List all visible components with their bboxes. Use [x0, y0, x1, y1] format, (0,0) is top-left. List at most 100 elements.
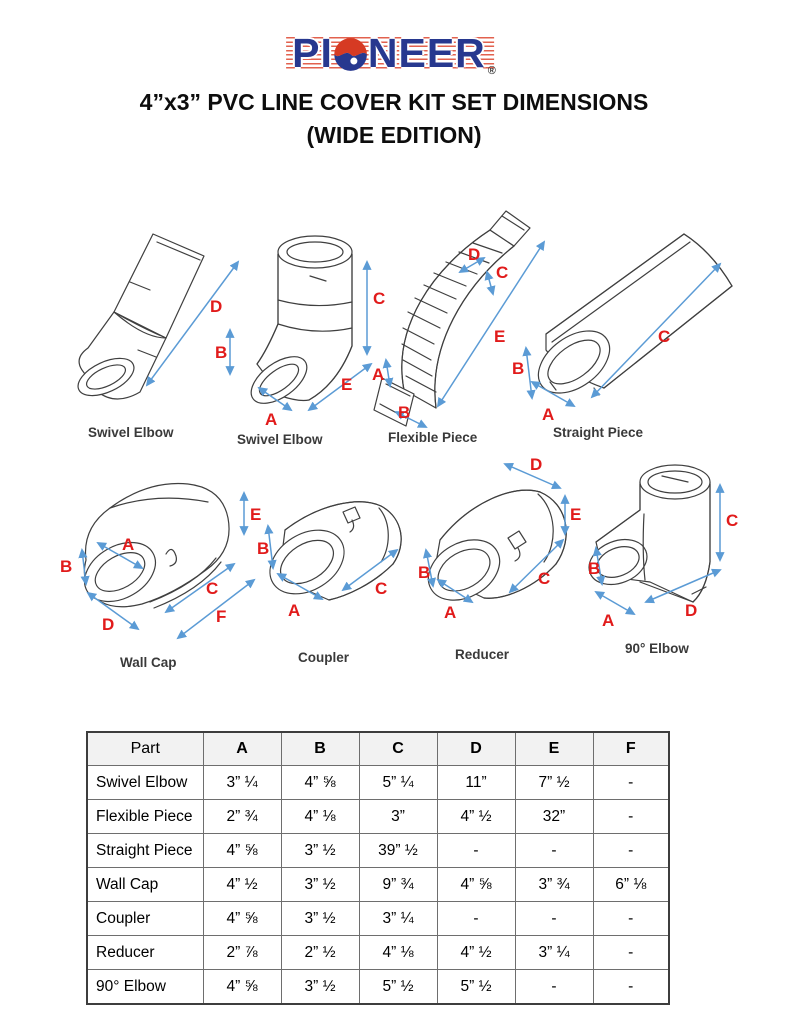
dim-label-a: A: [265, 410, 278, 429]
swivel-elbow-drawing: [77, 233, 240, 400]
table-header-d: D: [436, 731, 516, 766]
90-elbow-drawing: [588, 464, 725, 615]
dim-label-d: D: [210, 297, 223, 316]
dim-value: 3” ½: [280, 867, 360, 902]
dimensions-table: Part A B C D E F Swivel Elbow 3” ¼ 4” ⅝ …: [86, 731, 670, 1005]
dim-value: 4” ⅝: [202, 833, 282, 868]
dim-value: -: [592, 969, 670, 1005]
dim-value: 5” ¼: [358, 765, 438, 800]
table-row-90-elbow: 90° Elbow 4” ⅝ 3” ½ 5” ½ 5” ½ - -: [86, 969, 670, 1005]
dim-label-d: D: [530, 455, 543, 474]
diagram-caption: 90° Elbow: [625, 641, 689, 656]
dim-value: -: [592, 833, 670, 868]
dim-value: 2” ¾: [202, 799, 282, 834]
part-name: 90° Elbow: [86, 969, 204, 1005]
dim-label-b: B: [512, 359, 525, 378]
dim-label-f: F: [216, 607, 227, 626]
dim-value: 3” ¼: [514, 935, 594, 970]
diagram-caption: Coupler: [298, 650, 350, 665]
table-header-part: Part: [86, 731, 204, 766]
diagram-caption: Flexible Piece: [388, 430, 478, 445]
dim-value: 4” ⅝: [280, 765, 360, 800]
dim-value: 3”: [358, 799, 438, 834]
diagram-flexible-piece: D C E A B Flexible Piece: [372, 198, 557, 448]
part-name: Flexible Piece: [86, 799, 204, 834]
dim-value: 7” ½: [514, 765, 594, 800]
flexible-piece-drawing: [373, 210, 546, 428]
table-header-a: A: [202, 731, 282, 766]
table-row-flexible-piece: Flexible Piece 2” ¾ 4” ⅛ 3” 4” ½ 32” -: [86, 799, 670, 834]
dim-value: 4” ⅛: [280, 799, 360, 834]
diagram-swivel-elbow-2: C B A E Swivel Elbow: [215, 228, 400, 458]
dim-value: -: [592, 935, 670, 970]
dim-value: 39” ½: [358, 833, 438, 868]
dim-value: 9” ¾: [358, 867, 438, 902]
pioneer-logo: PI NEER ®: [286, 26, 496, 80]
page-title: 4”x3” PVC LINE COVER KIT SET DIMENSIONS …: [0, 86, 788, 153]
dim-value: -: [514, 901, 594, 936]
dim-label-d: D: [685, 601, 698, 620]
dim-label-c: C: [538, 569, 551, 588]
dim-label-e: E: [494, 327, 506, 346]
dim-value: -: [514, 833, 594, 868]
title-line-2: (WIDE EDITION): [306, 122, 482, 149]
diagram-wall-cap: E B A D C F Wall Cap: [58, 462, 268, 674]
dim-label-d: D: [468, 245, 481, 264]
part-name: Wall Cap: [86, 867, 204, 902]
dim-label-c: C: [496, 263, 509, 282]
diagram-swivel-elbow-1: D Swivel Elbow: [58, 222, 248, 452]
reducer-drawing: [422, 462, 570, 604]
dim-label-a: A: [372, 365, 385, 384]
table-row-swivel-elbow: Swivel Elbow 3” ¼ 4” ⅝ 5” ¼ 11” 7” ½ -: [86, 765, 670, 800]
dim-label-b: B: [398, 403, 411, 422]
diagram-caption: Straight Piece: [553, 425, 644, 440]
dim-value: 3” ½: [280, 969, 360, 1005]
dim-value: -: [436, 833, 516, 868]
dim-label-c: C: [375, 579, 388, 598]
dim-label-c: C: [726, 511, 739, 530]
dim-label-d: D: [102, 615, 115, 634]
table-header-b: B: [280, 731, 360, 766]
dim-label-b: B: [257, 539, 270, 558]
dim-value: 5” ½: [358, 969, 438, 1005]
table-header-f: F: [592, 731, 670, 766]
diagram-caption: Swivel Elbow: [88, 425, 174, 440]
dim-value: 6” ⅛: [592, 867, 670, 902]
diagram-caption: Reducer: [455, 647, 510, 662]
logo-o-icon: [334, 37, 367, 71]
dim-label-c: C: [658, 327, 671, 346]
dim-value: 4” ½: [436, 799, 516, 834]
dim-value: 32”: [514, 799, 594, 834]
dim-value: 2” ⅞: [202, 935, 282, 970]
dim-value: 4” ⅝: [202, 901, 282, 936]
diagram-90-elbow: C B A D 90° Elbow: [588, 452, 778, 662]
logo-stripes-decor: [286, 37, 494, 71]
dim-value: -: [592, 799, 670, 834]
dim-value: -: [592, 901, 670, 936]
dim-value: 2” ½: [280, 935, 360, 970]
logo-text-pre: PI: [292, 29, 333, 76]
diagram-caption: Swivel Elbow: [237, 432, 323, 447]
dim-value: -: [436, 901, 516, 936]
table-header-e: E: [514, 731, 594, 766]
part-name: Swivel Elbow: [86, 765, 204, 800]
dim-label-e: E: [570, 505, 582, 524]
diagram-coupler: B A C Coupler: [255, 468, 430, 668]
straight-piece-drawing: [522, 233, 733, 407]
dim-label-a: A: [444, 603, 457, 622]
dim-label-a: A: [602, 611, 615, 630]
table-row-wall-cap: Wall Cap 4” ½ 3” ½ 9” ¾ 4” ⅝ 3” ¾ 6” ⅛: [86, 867, 670, 902]
dim-value: -: [592, 765, 670, 800]
dim-label-b: B: [418, 563, 431, 582]
wall-cap-drawing: [78, 482, 256, 640]
diagram-caption: Wall Cap: [120, 655, 177, 670]
dim-value: 3” ½: [280, 901, 360, 936]
dim-value: 5” ½: [436, 969, 516, 1005]
dim-value: 3” ¼: [358, 901, 438, 936]
table-header-row: Part A B C D E F: [86, 731, 670, 766]
dim-value: 4” ⅝: [202, 969, 282, 1005]
dim-value: 4” ½: [202, 867, 282, 902]
swivel-elbow-drawing: [225, 235, 373, 412]
diagram-reducer: D E C B A Reducer: [418, 452, 603, 667]
dim-label-b: B: [215, 343, 228, 362]
